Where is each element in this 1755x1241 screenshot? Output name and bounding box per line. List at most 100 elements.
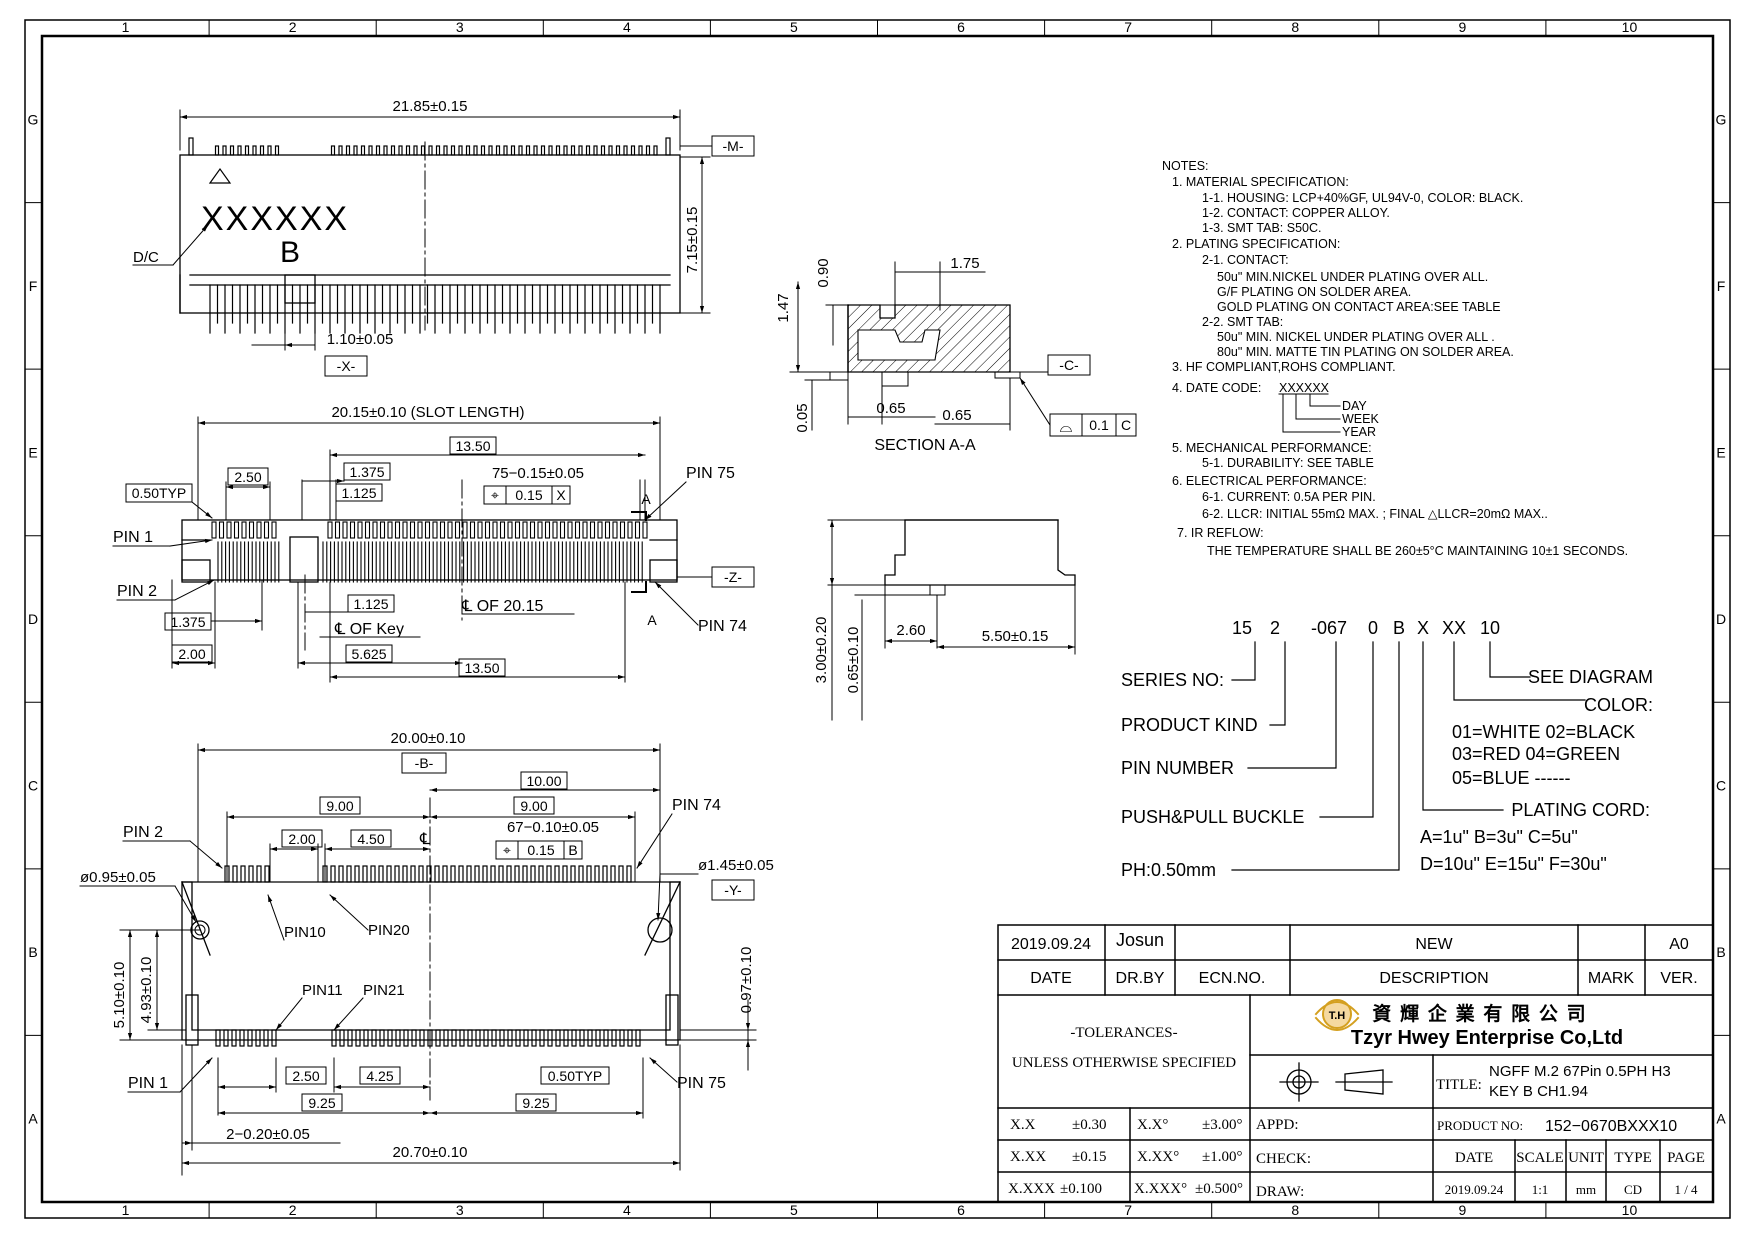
datum-y: -Y- [724,882,742,898]
bot-pin20: PIN20 [368,922,410,939]
datum-b: -B- [415,755,434,771]
note-line: 2-1. CONTACT: [1202,253,1289,267]
pn-seg-067: -067 [1311,618,1347,638]
contact-pin [267,145,272,156]
contact-pin [339,1029,345,1047]
tb-appd: APPD: [1256,1117,1299,1133]
contact-pin [538,865,544,883]
note-line: 3. HF COMPLIANT,ROHS COMPLIANT. [1172,360,1396,374]
contact-pin [458,865,464,883]
side-260: 2.60 [896,622,925,639]
tb-title-2: KEY B CH1.94 [1489,1083,1588,1100]
bot-020: 2−0.20±0.05 [226,1126,310,1143]
contact-pin [263,1029,269,1047]
contact-pin [271,1029,277,1047]
contact-pin [529,521,536,539]
date-code-value: XXXXXX [1279,381,1330,395]
tb-unless: UNLESS OTHERWISE SPECIFIED [1012,1055,1236,1071]
tol-row1-c: X.X° [1137,1117,1168,1133]
contact-pin [559,521,566,539]
frame-row-label: B [1716,944,1725,960]
bot-pin75: PIN 75 [677,1075,726,1092]
note-line: 50u" MIN. NICKEL UNDER PLATING OVER ALL … [1217,330,1495,344]
contact-pin [240,865,246,883]
tb-v-page: 1 / 4 [1674,1182,1698,1197]
contact-pin [403,1029,409,1047]
mid-1375-top: 1.375 [349,464,384,480]
tb-v-date: 2019.09.24 [1445,1182,1504,1197]
contact-pin [570,865,576,883]
contact-pin [483,1029,489,1047]
contact-pin [390,145,396,156]
frame-col-label: 1 [122,19,130,35]
contact-pin [567,521,573,539]
mid-pin-pitch: 75−0.15±0.05 [492,465,584,482]
note-line: 1-1. HOUSING: LCP+40%GF, UL94V-0, COLOR:… [1202,191,1523,205]
company-logo-icon: T.H [1314,999,1360,1031]
frame-col-label: 5 [790,1202,798,1218]
contact-pin [522,865,528,883]
company-name-cn: 資 輝 企 業 有 限 公 司 [1372,1002,1587,1025]
contact-pin [368,145,373,156]
contact-pin [451,1029,457,1047]
frame-row-label: C [1716,778,1726,794]
contact-pin [244,145,250,156]
contact-pin [498,865,504,883]
contact-pin [587,1029,593,1047]
contact-pin [274,145,280,156]
tol-row2-c: X.XX° [1137,1149,1179,1165]
contact-pin [491,1029,497,1047]
contact-pin [594,865,600,883]
mark-letter: B [280,236,300,269]
section-marker-a-bottom: A [647,612,657,628]
tb-product-no-label: PRODUCT NO: [1437,1118,1523,1133]
pn-pins: PIN NUMBER [1121,758,1234,778]
bot-pin2: PIN 2 [123,824,163,841]
pn-seg-0: 0 [1368,618,1378,638]
contact-pin [372,521,378,539]
frame-col-label: 5 [790,19,798,35]
contact-pin [413,145,418,156]
tb-h-unit: UNIT [1568,1150,1604,1166]
contact-pin [342,521,348,539]
frame-col-label: 3 [456,19,464,35]
frame-row-label: F [29,278,38,294]
contact-pin [484,521,491,539]
frame-col-label: 3 [456,1202,464,1218]
tol-row3-c: X.XXX° [1134,1181,1187,1197]
tb-h-type: TYPE [1614,1150,1652,1166]
tb-h-ecn: ECN.NO. [1199,970,1266,987]
contact-pin [420,145,426,156]
sec-175: 1.75 [950,255,979,272]
contact-pin [419,1029,425,1047]
note-line: 1. MATERIAL SPECIFICATION: [1172,175,1349,189]
logo-text: T.H [1329,1010,1346,1022]
contact-pin [611,1029,617,1047]
contact-pin [525,145,531,156]
contact-pin [503,145,508,156]
contact-pin [593,145,598,156]
contact-pin [499,1029,505,1047]
date-code-day: DAY [1342,399,1367,413]
contact-pin [495,145,501,156]
tol-row3-d: ±0.500° [1195,1181,1243,1197]
pn-seg-x: X [1417,618,1429,638]
bot-050typ: 0.50TYP [548,1068,602,1084]
contact-pin [327,521,333,539]
contact-pin [222,145,227,156]
tol-row3-a: X.XXX [1008,1181,1055,1197]
pn-seg-2: 2 [1270,618,1280,638]
contact-pin [546,865,552,883]
contact-pin [394,865,400,883]
contact-pin [555,1029,561,1047]
contact-pin [211,521,217,539]
frame-col-label: 7 [1124,19,1132,35]
contact-pin [360,145,366,156]
contact-pin [379,1029,385,1047]
contact-pin [375,145,381,156]
contact-pin [247,1029,253,1047]
contact-pin [347,1029,353,1047]
contact-pin [417,521,423,539]
contact-pin [474,865,480,883]
frame-row-label: A [28,1111,38,1127]
